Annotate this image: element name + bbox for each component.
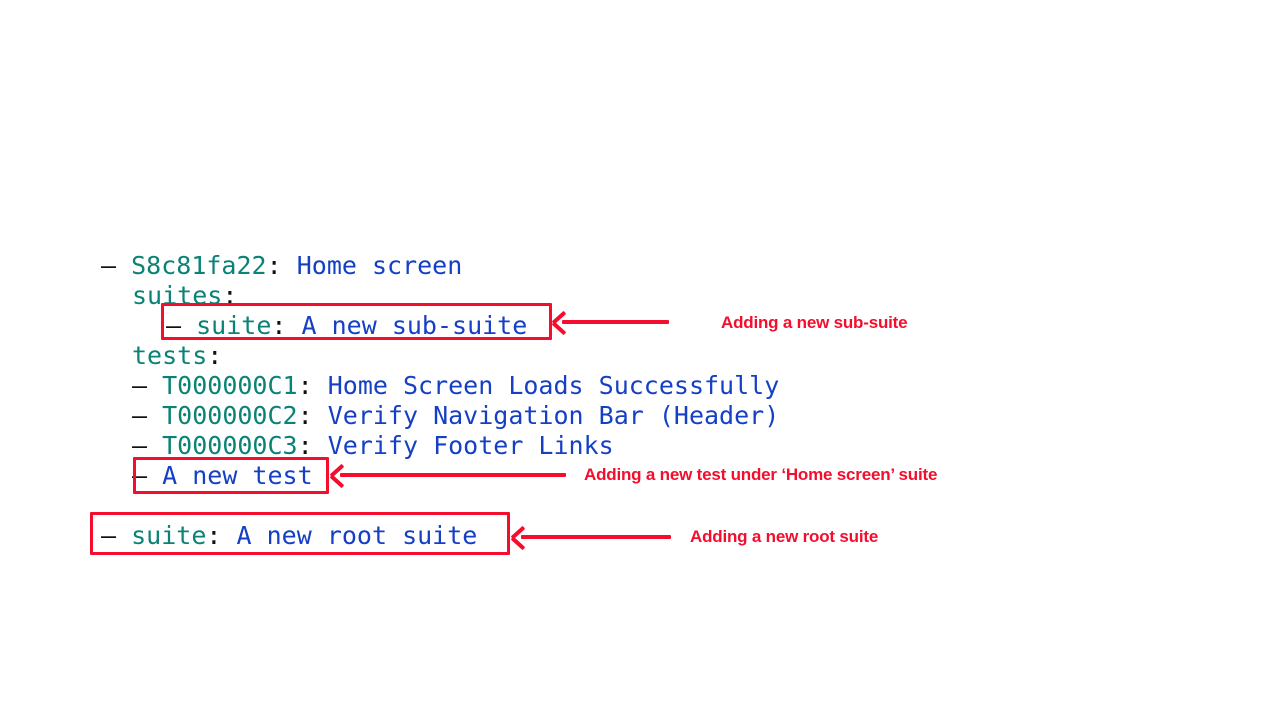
tree-row-test: – T000000C2: Verify Navigation Bar (Head… — [132, 401, 779, 431]
annotation-label-new-test: Adding a new test under ‘Home screen’ su… — [584, 465, 938, 484]
annotation-label-root-suite: Adding a new root suite — [690, 527, 879, 546]
root-suite-title: Home screen — [296, 251, 463, 280]
list-dash-icon: – — [101, 521, 117, 550]
tests-key-label: tests — [132, 341, 208, 370]
tree-row-test: – T000000C3: Verify Footer Links — [132, 431, 614, 461]
test-id: T000000C2 — [162, 401, 298, 430]
new-test-title: A new test — [162, 461, 313, 490]
highlight-box-new-test — [133, 457, 329, 494]
colon-punctuation: : — [222, 281, 238, 310]
colon-punctuation: : — [206, 521, 222, 550]
list-dash-icon: – — [132, 431, 148, 460]
highlight-box-sub-suite — [161, 303, 552, 340]
sub-suite-key-label: suite — [196, 311, 272, 340]
list-dash-icon: – — [166, 311, 182, 340]
colon-punctuation: : — [207, 341, 223, 370]
annotation-arrow-left-icon — [553, 311, 669, 333]
tree-row-new-sub-suite: – suite: A new sub-suite — [166, 311, 527, 341]
root-suite-id: S8c81fa22 — [131, 251, 267, 280]
tree-row-root-suite: – S8c81fa22: Home screen — [101, 251, 462, 281]
arrow-head — [512, 529, 527, 544]
arrow-shaft — [340, 473, 566, 477]
colon-punctuation: : — [266, 251, 282, 280]
new-root-suite-key-label: suite — [131, 521, 207, 550]
colon-punctuation: : — [297, 431, 313, 460]
arrow-shaft — [562, 320, 669, 324]
new-root-suite-value: A new root suite — [236, 521, 478, 550]
list-dash-icon: – — [132, 371, 148, 400]
tree-row-new-test: – A new test — [132, 461, 313, 491]
colon-punctuation: : — [297, 401, 313, 430]
test-id: T000000C3 — [162, 431, 298, 460]
tree-row-new-root-suite: – suite: A new root suite — [101, 521, 477, 551]
colon-punctuation: : — [297, 371, 313, 400]
list-dash-icon: – — [101, 251, 117, 280]
arrow-head — [331, 467, 346, 482]
annotation-arrow-left-icon — [512, 526, 671, 548]
tree-row-tests-key: tests: — [132, 341, 222, 371]
arrow-shaft — [521, 535, 671, 539]
list-dash-icon: – — [132, 401, 148, 430]
colon-punctuation: : — [271, 311, 287, 340]
test-title: Home Screen Loads Successfully — [327, 371, 780, 400]
test-title: Verify Navigation Bar (Header) — [327, 401, 780, 430]
test-title: Verify Footer Links — [327, 431, 614, 460]
annotation-arrow-left-icon — [331, 464, 566, 486]
tree-row-test: – T000000C1: Home Screen Loads Successfu… — [132, 371, 779, 401]
test-id: T000000C1 — [162, 371, 298, 400]
annotation-label-sub-suite: Adding a new sub-suite — [721, 313, 908, 332]
highlight-box-root-suite — [90, 512, 510, 555]
arrow-head — [553, 314, 568, 329]
sub-suite-value: A new sub-suite — [301, 311, 528, 340]
